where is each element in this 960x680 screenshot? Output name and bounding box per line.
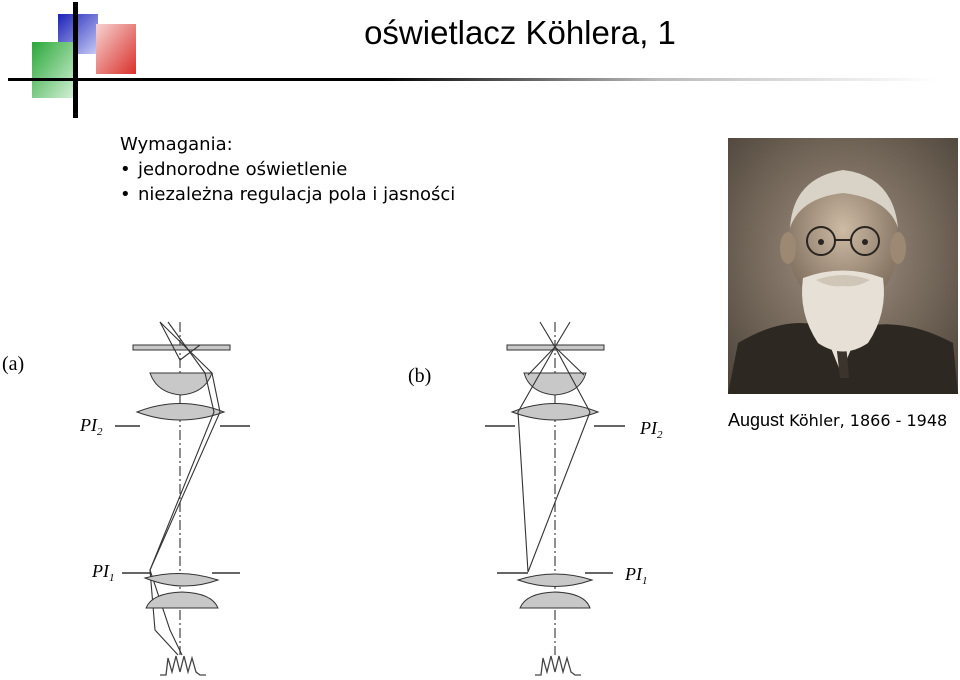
portrait-photo [728,138,958,394]
title-underline [8,78,938,81]
caption-details: Köhler, 1866 - 1948 [784,411,948,430]
collector-lens-top [143,572,220,587]
pl2-label-b: PI2 [639,418,663,441]
panel-b: (b) PI2 PI1 [408,321,663,676]
requirements-heading: Wymagania: [120,134,233,155]
ray-a2 [149,321,215,656]
pl2-label-a: PI2 [79,415,103,438]
condenser-lens-bottom [510,403,600,421]
ray-b4 [554,346,585,376]
caption-name: August [728,410,785,430]
collector-lens-bottom [145,591,219,609]
condenser-lens-top [523,372,587,396]
lamp-filament-icon [535,655,581,676]
slide-title: oświetlacz Köhlera, 1 [364,14,676,51]
panel-b-label: (b) [408,365,431,387]
condenser-lens-top [149,372,213,396]
ray-b1 [527,346,591,573]
pl1-label-b: PI1 [624,564,648,587]
portrait-caption: August Köhler, 1866 - 1948 [728,410,947,431]
requirement-item: niezależna regulacja pola i jasności [120,182,455,207]
requirements-block: Wymagania: jednorodne oświetlenie niezal… [120,132,455,207]
requirements-list: jednorodne oświetlenie niezależna regula… [120,157,455,207]
slide-logo-icon [32,2,136,118]
requirement-item: jednorodne oświetlenie [120,157,455,182]
condenser-lens-bottom [135,403,226,421]
lamp-filament-icon [160,655,206,676]
ray-a3 [159,321,201,361]
ray-b3 [527,346,556,376]
panel-a: (a) PI2 PI1 [2,321,250,676]
kohler-diagram: (a) PI2 PI1 (b) PI2 [2,321,663,676]
pl1-label-a: PI1 [91,561,115,584]
ray-b2 [517,346,556,573]
specimen-slide [132,344,231,351]
collector-lens-top [516,573,594,587]
panel-a-label: (a) [2,353,24,375]
ray-a1 [149,321,221,656]
collector-lens-bottom [519,591,591,609]
